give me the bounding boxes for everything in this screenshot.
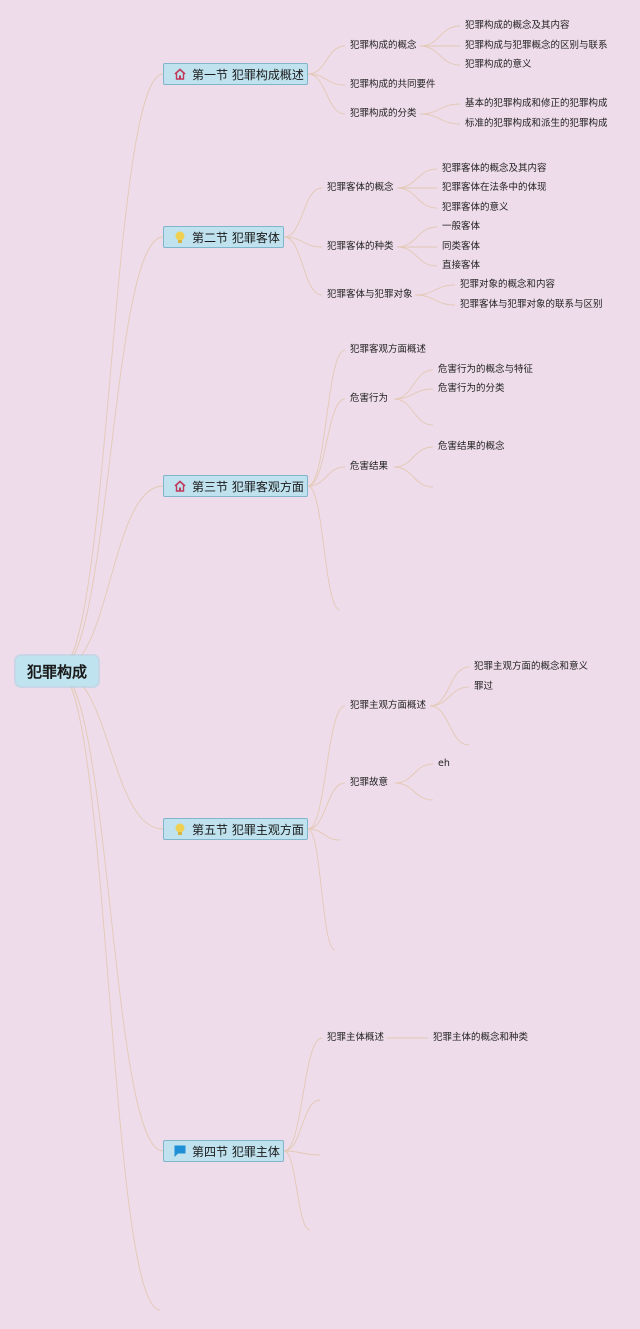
subtopic[interactable]: 犯罪构成的分类 bbox=[350, 108, 417, 119]
topic-label: 第五节 犯罪主观方面 bbox=[192, 822, 304, 837]
leaf-item[interactable]: 标准的犯罪构成和派生的犯罪构成 bbox=[465, 118, 608, 129]
sub-connector bbox=[419, 45, 461, 66]
topic-label: 第四节 犯罪主体 bbox=[192, 1144, 280, 1159]
sub-connector bbox=[429, 686, 470, 707]
sub-connector bbox=[414, 284, 456, 296]
topic-connector bbox=[307, 466, 346, 487]
root-connector bbox=[57, 236, 164, 672]
topic-connector bbox=[307, 705, 346, 830]
topic-node-2[interactable]: 第二节 犯罪客体 bbox=[163, 226, 284, 248]
sub-connector bbox=[429, 666, 470, 707]
sub-connector bbox=[394, 763, 434, 784]
topic-node-5[interactable]: 第四节 犯罪主体 bbox=[163, 1140, 284, 1162]
sub-connector bbox=[396, 246, 438, 267]
root-connector bbox=[57, 670, 161, 1311]
subtopic[interactable]: 犯罪客体的概念 bbox=[327, 182, 394, 193]
leaf-item[interactable]: 罪过 bbox=[474, 681, 494, 692]
leaf-item[interactable]: 同类客体 bbox=[442, 241, 481, 252]
leaf-item[interactable]: 犯罪构成的概念及其内容 bbox=[465, 20, 570, 31]
leaf-item[interactable]: eh bbox=[438, 758, 450, 769]
sub-connector bbox=[396, 226, 438, 248]
topic-node-4[interactable]: 第五节 犯罪主观方面 bbox=[163, 818, 308, 840]
leaf-item[interactable]: 犯罪客体的意义 bbox=[442, 202, 509, 213]
topic-connector bbox=[307, 398, 346, 487]
sub-connector bbox=[393, 369, 434, 400]
subtopic[interactable]: 犯罪构成的概念 bbox=[350, 40, 417, 51]
sub-connector bbox=[393, 466, 434, 488]
leaf-item[interactable]: 危害行为的分类 bbox=[438, 383, 505, 394]
leaf-item[interactable]: 犯罪构成与犯罪概念的区别与联系 bbox=[465, 40, 608, 51]
leaf-item[interactable]: 犯罪主体的概念和种类 bbox=[433, 1032, 529, 1043]
topic-label: 第一节 犯罪构成概述 bbox=[192, 67, 304, 82]
bulb-icon bbox=[173, 822, 187, 836]
topic-connector bbox=[307, 782, 346, 830]
topic-connector bbox=[307, 828, 336, 951]
flag-icon bbox=[173, 1144, 187, 1158]
topic-connector bbox=[283, 1150, 311, 1231]
subtopic[interactable]: 犯罪主观方面概述 bbox=[350, 700, 427, 711]
sub-connector bbox=[393, 388, 434, 400]
leaf-item[interactable]: 危害行为的概念与特征 bbox=[438, 364, 534, 375]
root-connector bbox=[57, 485, 164, 672]
topic-node-1[interactable]: 第一节 犯罪构成概述 bbox=[163, 63, 308, 85]
sub-connector bbox=[414, 294, 456, 306]
subtopic[interactable]: 犯罪主体概述 bbox=[327, 1032, 385, 1043]
house-icon bbox=[173, 67, 187, 81]
sub-connector bbox=[396, 187, 438, 209]
topic-connector bbox=[307, 73, 346, 115]
topic-connector bbox=[307, 349, 346, 487]
topic-connector bbox=[307, 828, 341, 841]
subtopic[interactable]: 危害结果 bbox=[350, 461, 389, 472]
leaf-item[interactable]: 犯罪对象的概念和内容 bbox=[460, 279, 556, 290]
topic-connector bbox=[283, 236, 323, 296]
leaf-item[interactable]: 犯罪主观方面的概念和意义 bbox=[474, 661, 589, 672]
topic-label: 第二节 犯罪客体 bbox=[192, 230, 280, 245]
subtopic[interactable]: 犯罪客体与犯罪对象 bbox=[327, 289, 413, 300]
root-node[interactable]: 犯罪构成 bbox=[16, 656, 98, 686]
topic-connector bbox=[283, 1150, 321, 1156]
root-connector bbox=[57, 73, 164, 672]
leaf-item[interactable]: 犯罪客体在法条中的体现 bbox=[442, 182, 547, 193]
sub-connector bbox=[394, 782, 434, 801]
subtopic[interactable]: 犯罪故意 bbox=[350, 777, 389, 788]
sub-connector bbox=[419, 113, 461, 125]
sub-connector bbox=[393, 446, 434, 468]
leaf-item[interactable]: 基本的犯罪构成和修正的犯罪构成 bbox=[465, 98, 608, 109]
sub-connector bbox=[419, 103, 461, 115]
sub-connector bbox=[419, 25, 461, 47]
topic-connector bbox=[307, 485, 341, 611]
subtopic[interactable]: 犯罪构成的共同要件 bbox=[350, 79, 436, 90]
leaf-item[interactable]: 犯罪客体与犯罪对象的联系与区别 bbox=[460, 299, 603, 310]
topic-label: 第三节 犯罪客观方面 bbox=[192, 479, 304, 494]
subtopic[interactable]: 危害行为 bbox=[350, 393, 389, 404]
topic-connector bbox=[283, 1099, 321, 1152]
leaf-item[interactable]: 犯罪构成的意义 bbox=[465, 59, 532, 70]
topic-connector bbox=[283, 187, 323, 238]
sub-connector bbox=[429, 705, 470, 746]
subtopic[interactable]: 犯罪客观方面概述 bbox=[350, 344, 427, 355]
leaf-item[interactable]: 直接客体 bbox=[442, 260, 481, 271]
sub-connector bbox=[393, 398, 434, 426]
house-icon bbox=[173, 479, 187, 493]
leaf-item[interactable]: 一般客体 bbox=[442, 221, 481, 232]
leaf-item[interactable]: 犯罪客体的概念及其内容 bbox=[442, 163, 547, 174]
bulb-icon bbox=[173, 230, 187, 244]
topic-connector bbox=[307, 45, 346, 75]
subtopic[interactable]: 犯罪客体的种类 bbox=[327, 241, 394, 252]
topic-connector bbox=[283, 1037, 323, 1152]
sub-connector bbox=[396, 168, 438, 189]
root-connector bbox=[57, 670, 164, 1152]
topic-node-3[interactable]: 第三节 犯罪客观方面 bbox=[163, 475, 308, 497]
topic-connector bbox=[283, 236, 323, 248]
leaf-item[interactable]: 危害结果的概念 bbox=[438, 441, 505, 452]
